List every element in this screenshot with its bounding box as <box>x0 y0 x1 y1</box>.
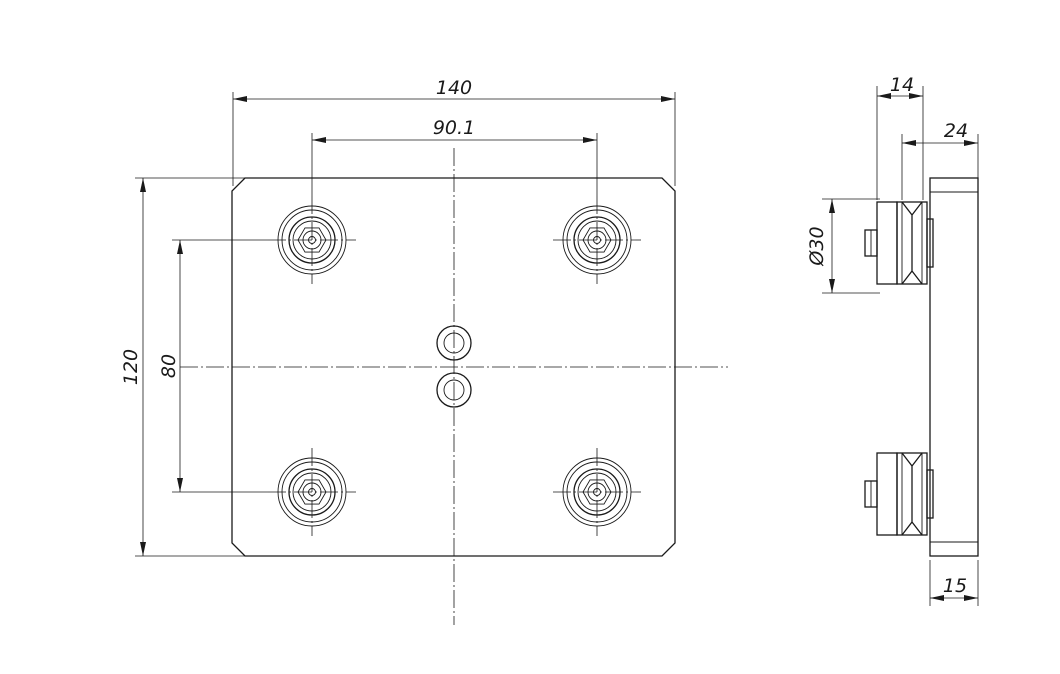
center-hole-lower <box>436 372 472 408</box>
wheel-side-top <box>864 201 934 285</box>
plate-side <box>929 177 979 557</box>
dim-plate-width: 140 <box>232 77 676 186</box>
dim-hole-spacing-x: 90.1 <box>311 117 598 196</box>
dim-plate-thickness: 15 <box>929 560 979 606</box>
wheel-bottom-left <box>268 448 356 536</box>
dim-wheel-diameter: Ø30 <box>806 198 880 294</box>
dim-hole-spacing-y: 80 <box>158 239 268 493</box>
front-view: 140 90.1 120 80 <box>120 77 728 625</box>
plate-outline <box>231 177 676 557</box>
dim-text-wheel-diameter: Ø30 <box>806 226 828 266</box>
dim-overall-depth: 24 <box>901 120 979 200</box>
center-hole-upper <box>436 325 472 361</box>
side-view: 14 24 Ø30 15 <box>806 74 979 606</box>
dim-text-hole-spacing-x: 90.1 <box>433 117 475 139</box>
dim-text-plate-height: 120 <box>120 349 142 385</box>
dim-plate-height: 120 <box>120 177 245 557</box>
dim-text-wheel-protrusion: 14 <box>890 74 914 96</box>
dim-text-plate-thickness: 15 <box>943 575 967 597</box>
wheel-side-bottom <box>864 452 934 536</box>
dim-text-hole-spacing-y: 80 <box>158 354 180 378</box>
dim-text-overall-depth: 24 <box>944 120 968 142</box>
dim-text-plate-width: 140 <box>436 77 472 99</box>
wheel-top-left <box>268 196 356 284</box>
wheel-bottom-right <box>553 448 641 536</box>
wheel-top-right <box>553 196 641 284</box>
dim-wheel-protrusion: 14 <box>876 74 924 200</box>
